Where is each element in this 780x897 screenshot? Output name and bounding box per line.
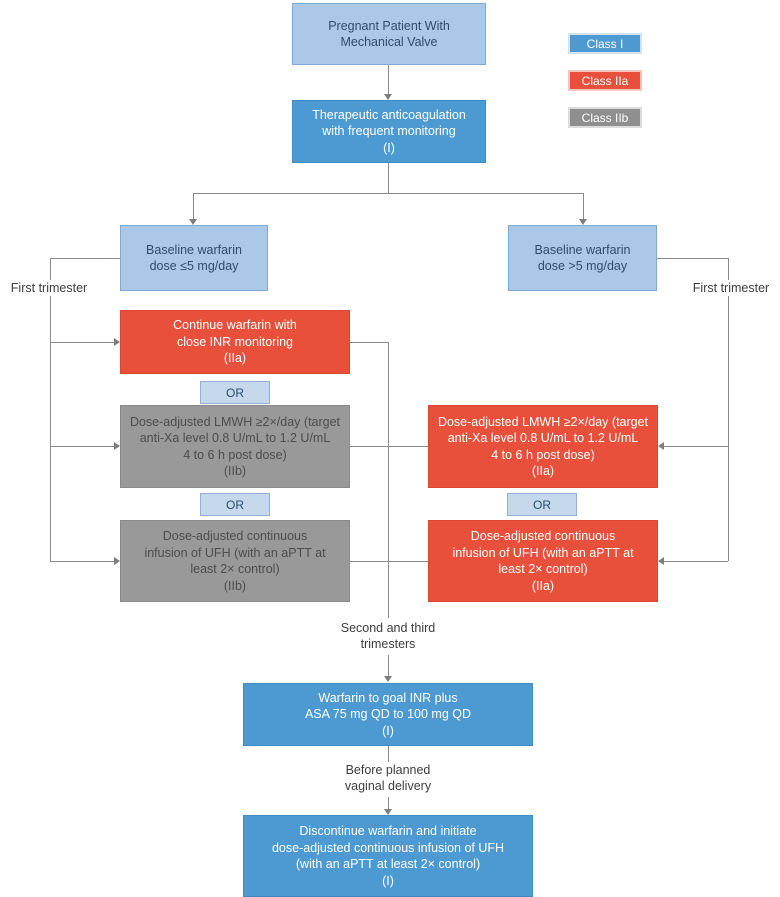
node-discontinue-warfarin: Discontinue warfarin and initiate dose-a… [243, 815, 533, 897]
connector [193, 193, 194, 219]
connector [388, 655, 389, 676]
node-baseline-dose-high: Baseline warfarin dose >5 mg/day [508, 225, 657, 291]
connector [50, 258, 51, 561]
node-ufh-right: Dose-adjusted continuous infusion of UFH… [428, 520, 658, 602]
connector [350, 446, 428, 447]
node-ufh-left: Dose-adjusted continuous infusion of UFH… [120, 520, 350, 602]
connector [388, 342, 389, 618]
connector [388, 65, 389, 94]
arrowhead-down-icon [579, 219, 587, 225]
node-lmwh-right: Dose-adjusted LMWH ≥2×/day (target anti-… [428, 405, 658, 488]
connector [50, 446, 114, 447]
connector [350, 342, 388, 343]
connector [664, 446, 728, 447]
legend-class-iib: Class IIb [568, 107, 642, 128]
label-first-trimester-left: First trimester [0, 280, 98, 296]
connector [350, 561, 428, 562]
connector [388, 797, 389, 809]
label-before-planned-delivery: Before planned vaginal delivery [313, 762, 463, 794]
node-pregnant-patient: Pregnant Patient With Mechanical Valve [292, 3, 486, 65]
node-therapeutic-anticoagulation: Therapeutic anticoagulation with frequen… [292, 100, 486, 163]
or-badge-left-1: OR [200, 381, 270, 404]
or-badge-left-2: OR [200, 493, 270, 516]
connector [388, 163, 389, 193]
connector [50, 561, 114, 562]
node-lmwh-left: Dose-adjusted LMWH ≥2×/day (target anti-… [120, 405, 350, 488]
label-first-trimester-right: First trimester [682, 280, 780, 296]
arrowhead-right-icon [114, 338, 120, 346]
connector [728, 258, 729, 561]
arrowhead-right-icon [114, 442, 120, 450]
connector [664, 561, 728, 562]
arrowhead-left-icon [658, 557, 664, 565]
connector [583, 193, 584, 219]
arrowhead-down-icon [384, 809, 392, 815]
legend-class-iia: Class IIa [568, 70, 642, 91]
connector [50, 342, 114, 343]
arrowhead-down-icon [384, 94, 392, 100]
label-second-third-trimesters: Second and third trimesters [313, 620, 463, 652]
node-warfarin-asa: Warfarin to goal INR plus ASA 75 mg QD t… [243, 683, 533, 746]
arrowhead-down-icon [384, 676, 392, 682]
arrowhead-right-icon [114, 557, 120, 565]
node-baseline-dose-low: Baseline warfarin dose ≤5 mg/day [120, 225, 268, 291]
arrowhead-down-icon [189, 219, 197, 225]
connector [388, 746, 389, 762]
connector [50, 258, 120, 259]
or-badge-right: OR [507, 493, 577, 516]
connector [657, 258, 728, 259]
arrowhead-left-icon [658, 442, 664, 450]
connector [193, 193, 583, 194]
legend-class-i: Class I [568, 33, 642, 54]
node-continue-warfarin: Continue warfarin with close INR monitor… [120, 310, 350, 374]
